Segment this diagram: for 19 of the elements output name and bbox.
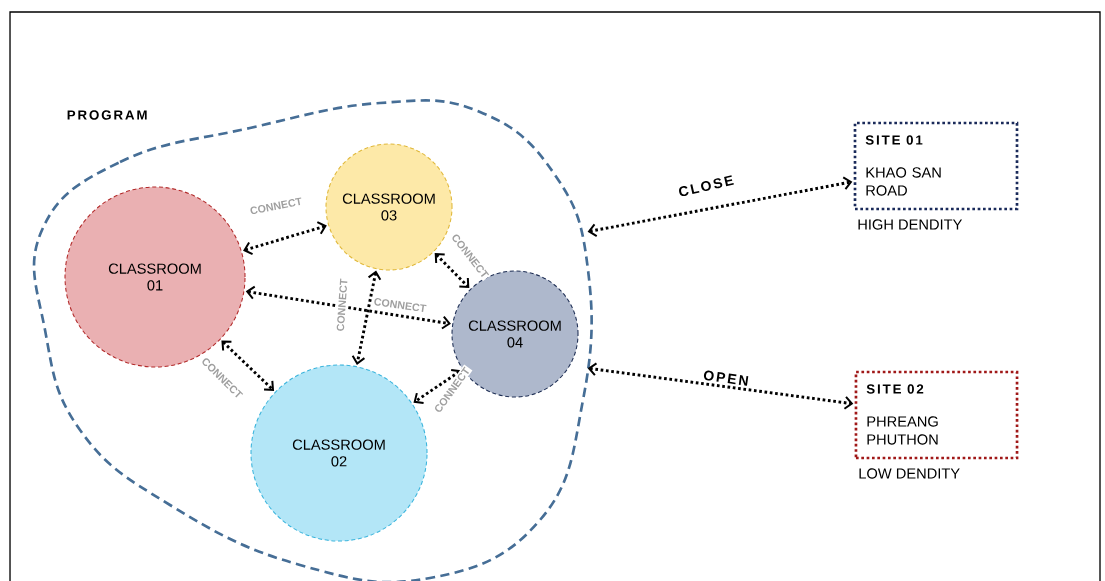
arrow — [243, 221, 327, 256]
edge-label: CONNECT — [335, 277, 350, 333]
edge-label: OPEN — [701, 368, 751, 388]
edge-label: CONNECT — [371, 296, 429, 314]
edge-label: CONNECT — [247, 195, 305, 217]
site-name: KHAO SAN ROAD — [866, 167, 941, 196]
arrow — [221, 340, 275, 391]
arrow — [587, 362, 854, 410]
arrow — [245, 285, 451, 330]
site-heading: SITE 01 — [865, 135, 923, 145]
site-heading: SITE 02 — [866, 384, 924, 394]
arrow — [351, 270, 382, 365]
density-caption: HIGH DENDITY — [858, 219, 963, 230]
density-caption: LOW DENDITY — [859, 468, 960, 479]
arrow — [587, 176, 853, 238]
boundary-heading: PROGRAM — [67, 110, 147, 120]
arrow — [434, 253, 470, 288]
edge-label: CLOSE — [676, 173, 737, 199]
site-name: PHREANG PHUTHON — [867, 416, 938, 445]
